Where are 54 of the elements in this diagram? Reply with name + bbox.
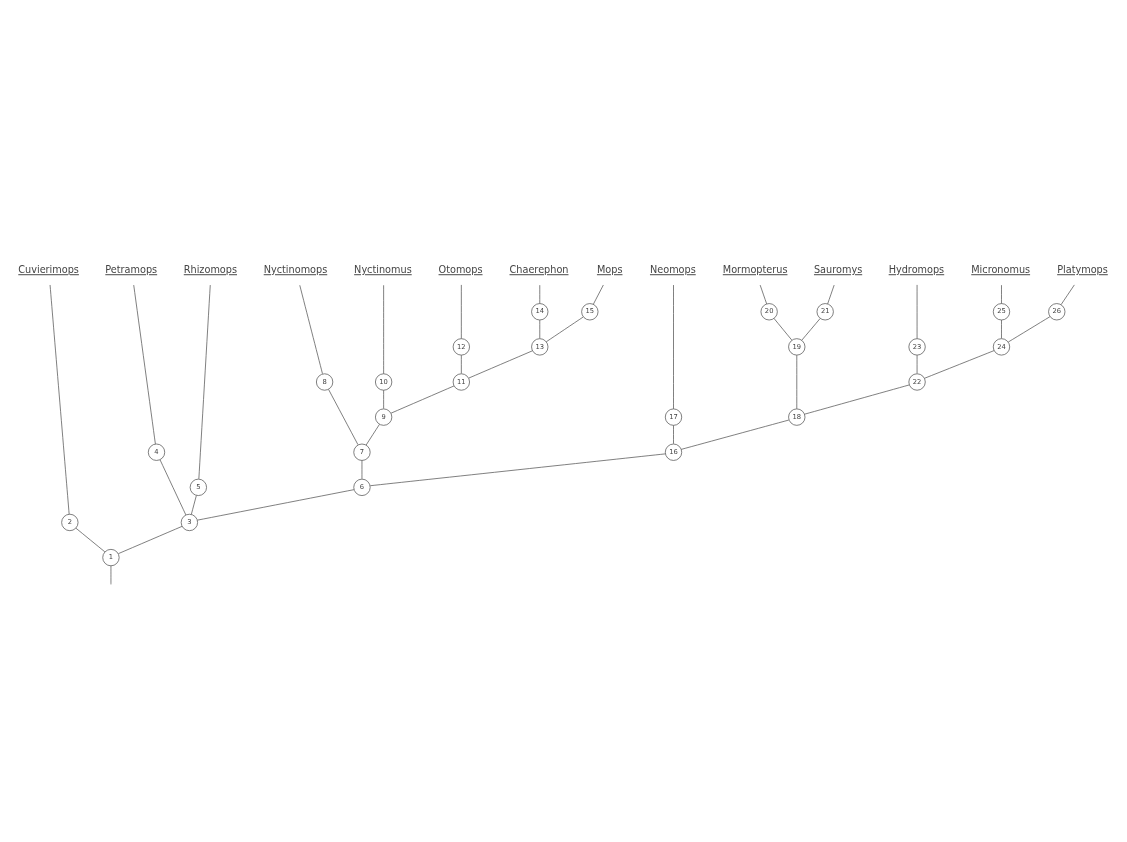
connector (460, 354, 462, 374)
connector (773, 317, 793, 340)
connector (801, 317, 821, 341)
node-text: Micronomus (971, 263, 1031, 275)
connector (796, 354, 798, 409)
connector (299, 284, 323, 374)
connector (197, 488, 355, 520)
connector (383, 389, 384, 409)
connector (916, 284, 918, 339)
connector (460, 284, 462, 339)
node-text: Hydromops (888, 263, 945, 275)
node-text: Petramops (105, 263, 158, 275)
connector (383, 284, 384, 374)
connector (804, 384, 910, 415)
node-text: Nyctinomops (263, 263, 328, 275)
node-text: Chaerephon (509, 263, 569, 275)
node-text: Neomops (649, 263, 696, 275)
connector (133, 284, 156, 444)
node-text: Mormopterus (722, 263, 788, 275)
connector (539, 284, 541, 304)
connector (545, 316, 584, 342)
connector (49, 284, 70, 514)
connector (1060, 284, 1075, 305)
connector (390, 385, 455, 414)
connector (759, 284, 768, 304)
connector (118, 525, 183, 554)
connector (328, 388, 359, 445)
connector (673, 284, 674, 409)
connector (1001, 319, 1002, 339)
connector (673, 424, 674, 444)
node-text: Mops (596, 263, 623, 275)
connector (680, 419, 790, 450)
connector (924, 349, 995, 379)
connector (365, 423, 380, 445)
connector (1001, 284, 1002, 304)
connector (191, 494, 197, 515)
node-text: Rhizomops (183, 263, 238, 275)
connector (827, 284, 835, 304)
node-text: Otomops (438, 263, 483, 275)
connector (369, 453, 666, 486)
node-text: Platymops (1057, 263, 1108, 275)
connector (110, 565, 112, 585)
connector (159, 458, 187, 515)
node-text: Nyctinomus (354, 263, 412, 275)
node-text: Sauromys (813, 263, 863, 275)
connector (1007, 315, 1051, 342)
connector (75, 527, 106, 552)
connector (916, 354, 918, 374)
connector (468, 349, 533, 378)
node-text: Cuvierimops (18, 263, 79, 275)
connector (539, 319, 541, 339)
connector (361, 459, 363, 479)
connector (592, 284, 604, 305)
connector (198, 284, 211, 479)
